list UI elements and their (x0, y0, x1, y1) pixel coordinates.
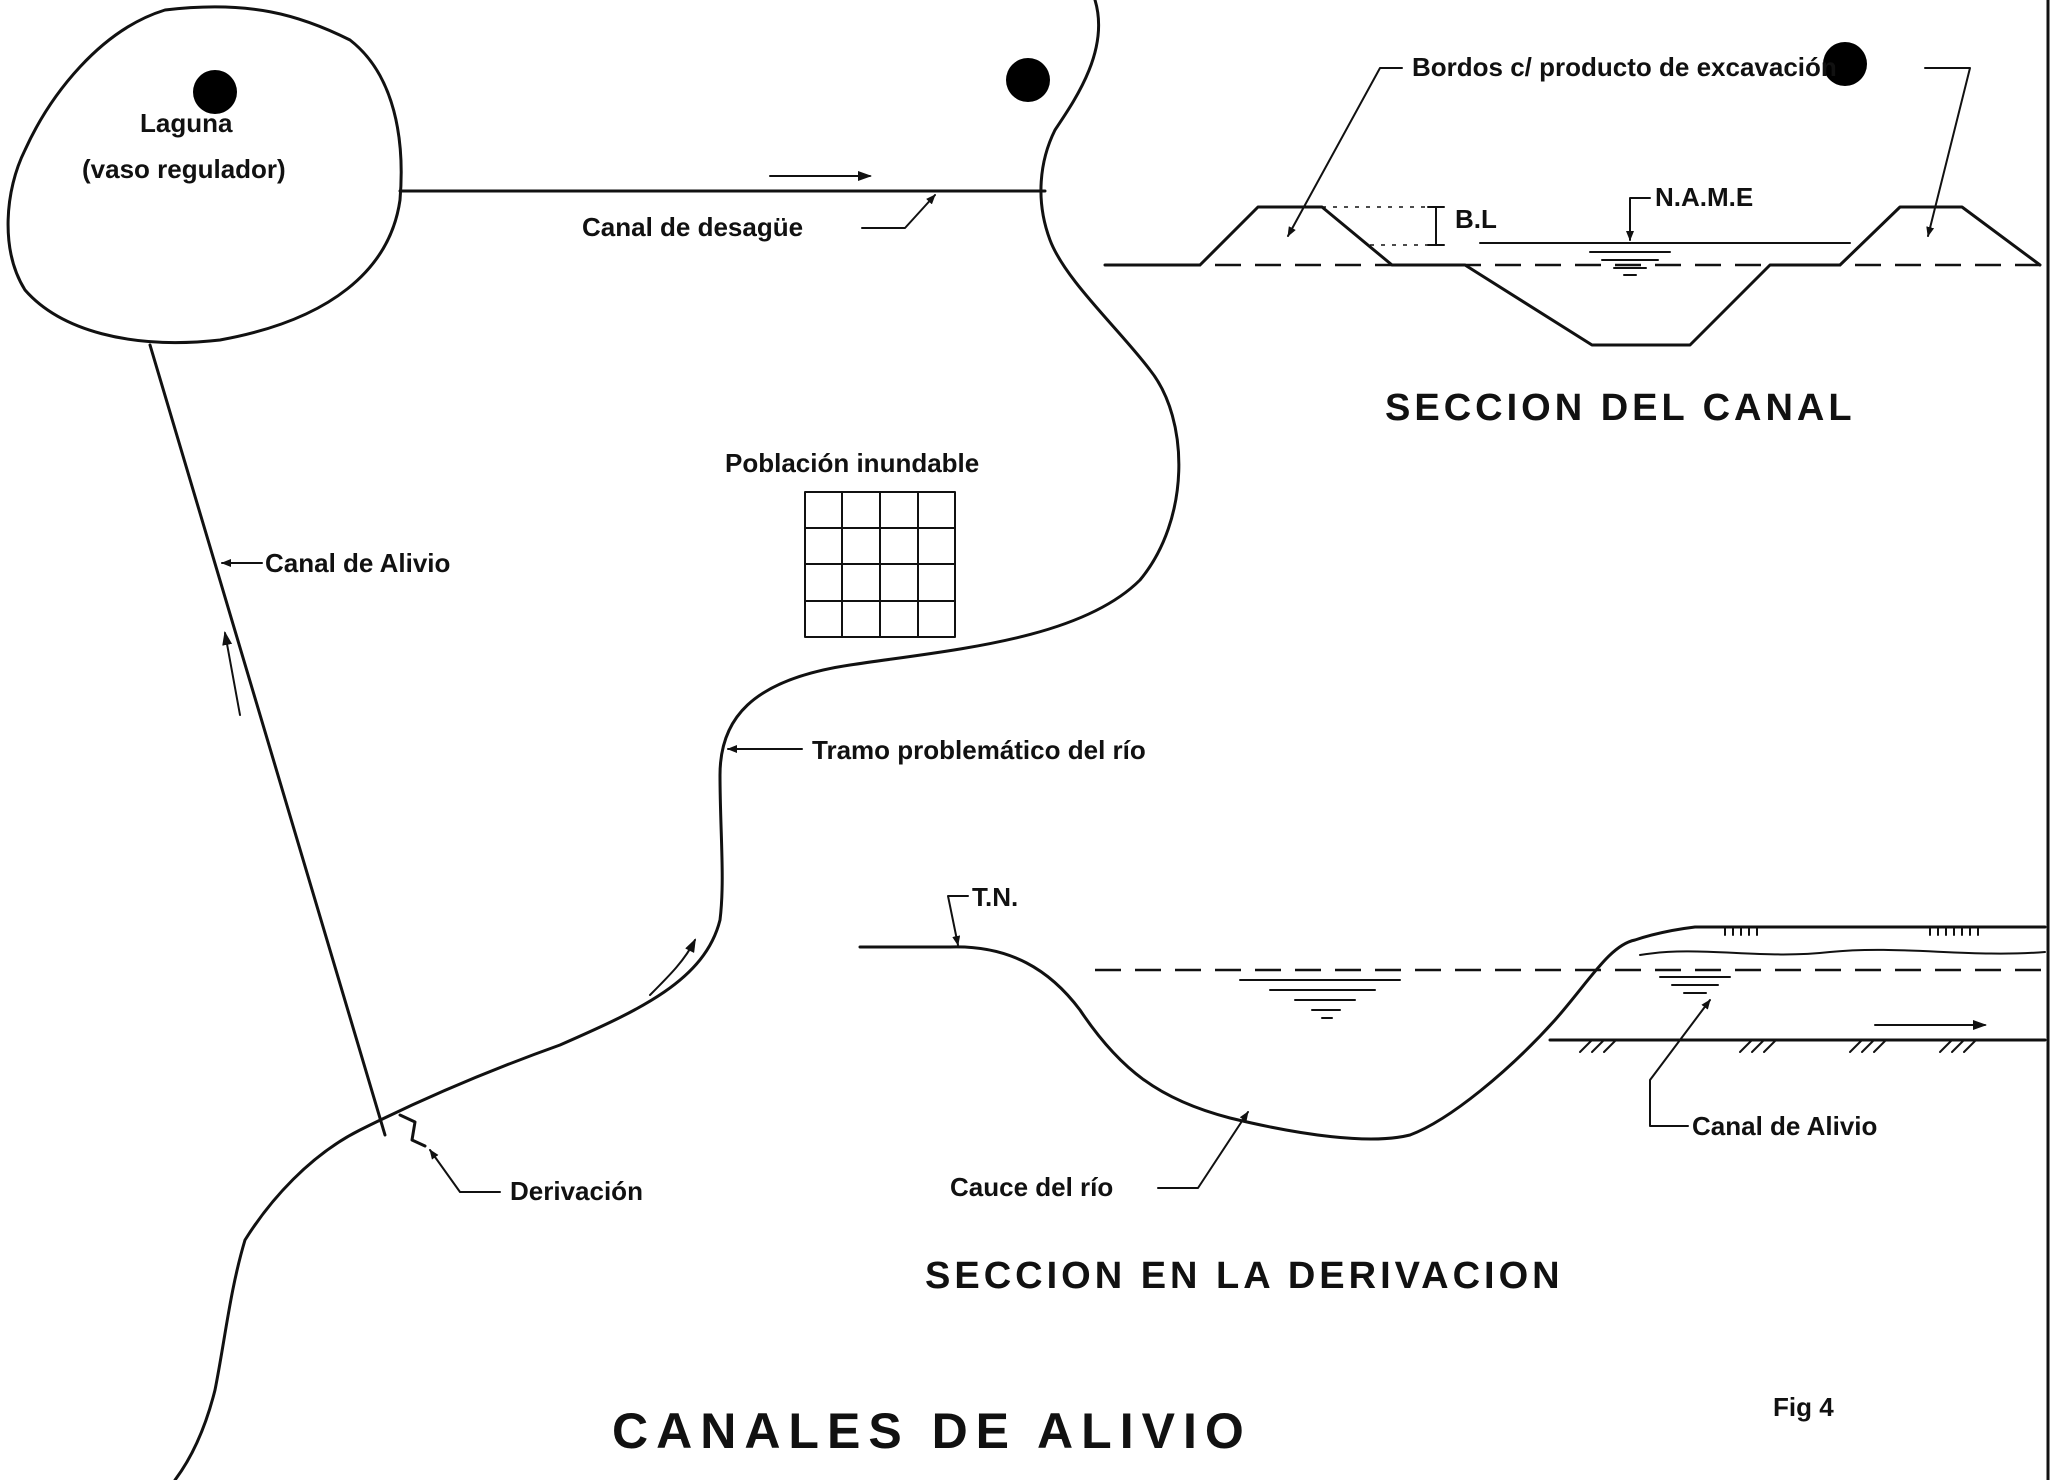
leader-derivacion (429, 1149, 501, 1193)
leader-cauce (1157, 1111, 1249, 1189)
canal-desague-label: Canal de desagüe (582, 212, 803, 242)
relief-canal-water-surface (1639, 948, 2046, 956)
poblacion-grid (804, 491, 956, 638)
name-label: N.A.M.E (1655, 182, 1753, 212)
canal-de-alivio (148, 343, 387, 1137)
terrain-riverbed-profile (858, 925, 2047, 1141)
laguna-label: Laguna (140, 108, 233, 138)
tramo-label: Tramo problemático del río (812, 735, 1146, 765)
derivacion-label: Derivación (510, 1176, 643, 1206)
water-symbol-canal (1589, 251, 1671, 276)
flow-arrow-alivio (222, 631, 241, 716)
flow-arrow-river (649, 938, 696, 996)
seccion-canal: Bordos c/ producto de excavación B.L N.A… (1103, 52, 2042, 429)
punch-hole-2 (1006, 58, 1050, 102)
leader-canal-alivio-section (1649, 999, 1711, 1127)
water-symbol-relief (1659, 976, 1731, 994)
leader-name (1626, 197, 1651, 241)
tn-label: T.N. (972, 882, 1018, 912)
laguna-sublabel: (vaso regulador) (82, 154, 286, 184)
canal-alivio-section-label: Canal de Alivio (1692, 1111, 1877, 1141)
leader-bordos-right (1924, 67, 1971, 237)
figure-number: Fig 4 (1773, 1392, 1834, 1422)
punch-hole-1 (193, 70, 237, 114)
canal-alivio-label: Canal de Alivio (265, 548, 450, 578)
cauce-label: Cauce del río (950, 1172, 1113, 1202)
canal-section-profile (1103, 205, 2042, 347)
poblacion-label: Población inundable (725, 448, 979, 478)
leader-bordos-left (1287, 67, 1403, 237)
punch-hole-3 (1823, 42, 1867, 86)
river-bank (173, 0, 1181, 1480)
derivation-structure (398, 1113, 427, 1148)
bl-dimension (1427, 206, 1445, 246)
figure-title: CANALES DE ALIVIO (612, 1403, 1252, 1459)
bordos-label: Bordos c/ producto de excavación (1412, 52, 1837, 82)
leader-tn (947, 895, 969, 946)
seccion-derivacion: T.N. Cauce del río Canal de Alivio SECCI… (858, 882, 2047, 1297)
ground-hatch (1579, 927, 1979, 1053)
seccion-canal-title: SECCION DEL CANAL (1385, 387, 1856, 429)
bl-label: B.L (1455, 204, 1497, 234)
leader-desague (861, 194, 936, 229)
water-symbol-river (1239, 979, 1401, 1019)
plan-view: Laguna (vaso regulador) Canal de desagüe… (6, 0, 1867, 1480)
seccion-derivacion-title: SECCION EN LA DERIVACION (925, 1255, 1564, 1297)
laguna-outline (6, 5, 403, 344)
